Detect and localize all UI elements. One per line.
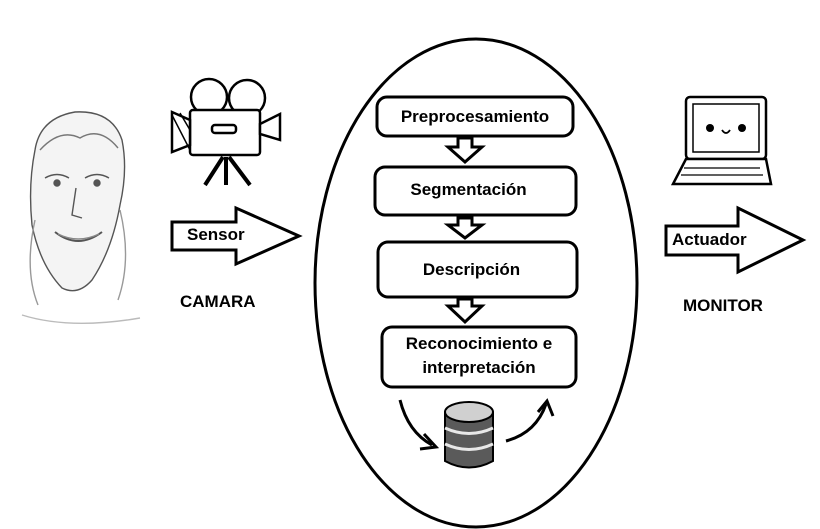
step-label-reconocimiento: Reconocimiento e interpretación <box>382 332 576 380</box>
actuador-arrow-label: Actuador <box>672 230 747 249</box>
down-arrow <box>444 297 486 325</box>
curved-arrows <box>398 398 555 451</box>
down-arrow <box>444 136 486 165</box>
step-box-descripcion <box>376 240 579 299</box>
monitor-label: MONITOR <box>683 296 763 315</box>
sensor-arrow <box>170 205 303 267</box>
database-icon <box>444 401 494 469</box>
face-sketch-icon <box>21 111 141 325</box>
step-label-preprocesamiento: Preprocesamiento <box>400 107 550 126</box>
laptop-icon <box>670 95 773 186</box>
curved-arrow-in <box>398 399 433 447</box>
step-box-preprocesamiento <box>375 95 575 138</box>
step-label-line2: interpretación <box>422 358 536 377</box>
flow-arrows <box>443 136 487 325</box>
actuador-arrow <box>664 205 807 275</box>
curved-arrow-out <box>505 403 548 443</box>
step-box-reconocimiento <box>380 325 578 389</box>
sensor-arrow-label: Sensor <box>187 225 245 244</box>
step-label-descripcion: Descripción <box>422 260 521 279</box>
step-box-segmentacion <box>373 165 578 217</box>
down-arrow <box>443 216 487 240</box>
step-label-segmentacion: Segmentación <box>410 180 527 199</box>
camara-label: CAMARA <box>180 292 256 311</box>
process-ellipse <box>313 37 639 529</box>
step-label-line1: Reconocimiento e <box>405 334 553 353</box>
video-camera-icon <box>170 77 282 187</box>
